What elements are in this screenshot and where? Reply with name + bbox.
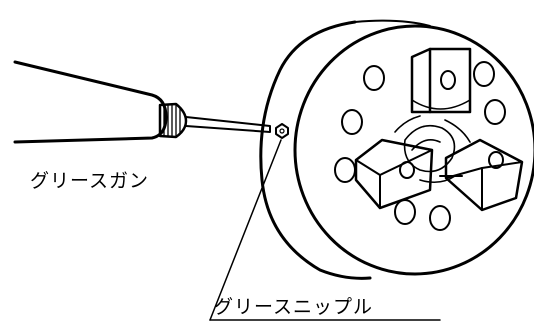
chuck-rear-rim: [261, 22, 370, 278]
chuck-jaw-left: [356, 140, 432, 208]
grease-nipple-leader-line: [210, 140, 281, 320]
grease-nipple: [276, 124, 288, 138]
chuck-jaw-right: [440, 140, 522, 210]
grease-gun-knurl: [164, 105, 180, 136]
chuck-jaw-top: [412, 49, 470, 112]
grease-gun-barrel: [15, 62, 166, 142]
grease-nipple-label: グリースニップル: [214, 296, 374, 318]
chuck-face: [295, 26, 534, 274]
bolt-hole: [485, 100, 505, 124]
grease-gun: [15, 62, 270, 142]
chuck-body: [261, 21, 534, 279]
bolt-hole: [335, 158, 355, 182]
grease-gun-nozzle: [186, 117, 270, 132]
bolt-hole: [474, 62, 494, 86]
jaw-bolt-hole: [400, 162, 414, 178]
bolt-hole: [364, 66, 384, 90]
bolt-hole: [342, 110, 362, 134]
bolt-hole: [430, 206, 450, 230]
chuck-bolt-holes: [335, 62, 505, 230]
jaw-bolt-hole: [441, 71, 455, 89]
bolt-hole: [395, 200, 415, 224]
grease-gun-label: グリースガン: [30, 170, 150, 192]
chuck-face-edge-shadow: [355, 21, 430, 26]
jaw-bolt-hole: [489, 152, 503, 168]
